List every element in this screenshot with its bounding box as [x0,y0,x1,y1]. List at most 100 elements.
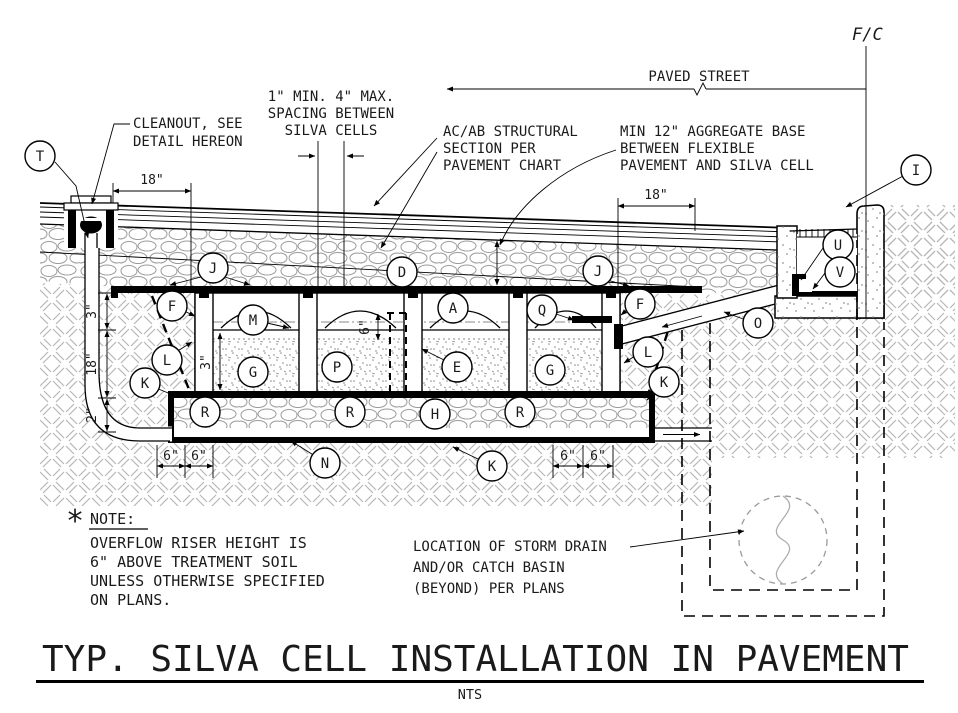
asphalt-layer [39,202,793,251]
dim-text: 6" [191,449,207,464]
svg-text:I: I [912,163,920,179]
callout-q: Q [526,294,558,326]
overflow-note: * NOTE: OVERFLOW RISER HEIGHT IS 6" ABOV… [66,504,325,609]
svg-text:K: K [660,375,669,391]
svg-text:K: K [141,376,150,392]
callout-j-right: J [582,255,614,287]
root-barrier-bar [572,316,612,323]
svg-text:R: R [346,405,355,421]
earth-hatch [40,205,955,506]
svg-text:F: F [168,299,176,315]
callout-p: P [321,351,353,383]
dim-text: 6" [163,449,179,464]
svg-text:E: E [453,360,461,376]
note-header: NOTE: [90,510,135,528]
callout-v: V [824,256,856,288]
callout-e: E [441,351,473,383]
dimension-18-top-left: 18" [112,173,192,194]
svg-text:6" ABOVE TREATMENT SOIL: 6" ABOVE TREATMENT SOIL [90,553,298,571]
svg-text:L: L [163,353,171,369]
svg-text:1" MIN. 4" MAX.: 1" MIN. 4" MAX. [268,89,394,105]
callout-d: D [386,256,418,288]
svg-text:A: A [449,301,458,317]
svg-text:G: G [546,363,554,379]
callout-m: M [237,304,269,336]
dim-text: 18" [644,188,667,203]
dim-text: 6" [560,449,576,464]
callout-r-2: R [334,396,366,428]
title-underline [36,680,924,683]
svg-text:L: L [644,345,652,361]
dimension-soil-cover: 3" [199,332,223,391]
callout-l-left: L [151,344,183,376]
svg-text:K: K [488,459,497,475]
svg-text:V: V [836,265,845,281]
svg-text:J: J [594,264,602,280]
callout-u: U [822,229,854,261]
callout-h: H [419,398,451,430]
svg-text:CLEANOUT, SEE: CLEANOUT, SEE [133,116,243,132]
svg-text:J: J [209,261,217,277]
svg-text:SPACING BETWEEN: SPACING BETWEEN [268,106,394,122]
svg-text:T: T [36,149,45,165]
aggregate-note: MIN 12" AGGREGATE BASE BETWEEN FLEXIBLE … [620,124,814,174]
callout-r-3: R [504,396,536,428]
drawing-scale: NTS [458,687,482,703]
svg-text:(BEYOND) PER PLANS: (BEYOND) PER PLANS [413,581,565,597]
leader-lines [54,123,904,548]
cleanout-detail [63,195,119,248]
dimension-bottom-left: 6" 6" [156,445,214,478]
callout-n: N [309,447,341,479]
cleanout-note: CLEANOUT, SEE DETAIL HEREON [133,116,243,150]
underdrain-outlet-pipe [655,427,712,442]
callout-i: I [900,154,932,186]
svg-text:OVERFLOW RISER HEIGHT IS: OVERFLOW RISER HEIGHT IS [90,534,307,552]
callout-r-1: R [189,396,221,428]
svg-text:Q: Q [538,303,546,319]
dimension-left-stack: 3" 18" 2" [85,292,116,433]
dimension-18-top-right: 18" [617,188,696,209]
callout-l-right: L [632,336,664,368]
svg-text:M: M [249,313,257,329]
svg-text:G: G [249,365,257,381]
dim-text: 3" [199,354,214,370]
paved-street-label: PAVED STREET [648,69,750,85]
svg-text:O: O [754,316,762,332]
svg-text:BETWEEN FLEXIBLE: BETWEEN FLEXIBLE [620,141,755,157]
callout-t: T [24,140,56,172]
paved-street-extent [446,81,866,97]
dim-text: 6" [590,449,606,464]
svg-text:F: F [636,297,644,313]
svg-text:SILVA CELLS: SILVA CELLS [285,123,378,139]
svg-text:MIN 12" AGGREGATE BASE: MIN 12" AGGREGATE BASE [620,124,805,140]
acab-note: AC/AB STRUCTURAL SECTION PER PAVEMENT CH… [443,124,578,174]
callout-o: O [742,307,774,339]
callout-a: A [437,292,469,324]
dimension-bottom-right: 6" 6" [552,445,614,478]
callout-j-left: J [197,252,229,284]
svg-text:H: H [431,407,439,423]
svg-text:P: P [333,360,341,376]
svg-text:AND/OR CATCH BASIN: AND/OR CATCH BASIN [413,560,565,576]
svg-text:UNLESS OTHERWISE SPECIFIED: UNLESS OTHERWISE SPECIFIED [90,572,325,590]
dim-text: 6" [358,319,373,335]
svg-text:R: R [516,405,525,421]
svg-text:DETAIL HEREON: DETAIL HEREON [133,134,243,150]
callout-g-left: G [237,356,269,388]
dim-text: 18" [85,352,100,375]
note-asterisk: * [66,504,84,539]
callout-k-right: K [648,366,680,398]
callout-g-right: G [534,354,566,386]
svg-text:N: N [321,456,329,472]
callout-k-bottom: K [476,450,508,482]
svg-text:SECTION PER: SECTION PER [443,141,536,157]
base-course [168,391,655,443]
post-caps [199,293,616,298]
dim-text: 2" [85,407,100,423]
svg-text:PAVEMENT AND SILVA CELL: PAVEMENT AND SILVA CELL [620,158,814,174]
storm-drain-beyond [681,240,885,617]
callout-f-left: F [156,290,188,322]
silva-cell-deck [111,286,702,298]
svg-text:R: R [201,405,210,421]
